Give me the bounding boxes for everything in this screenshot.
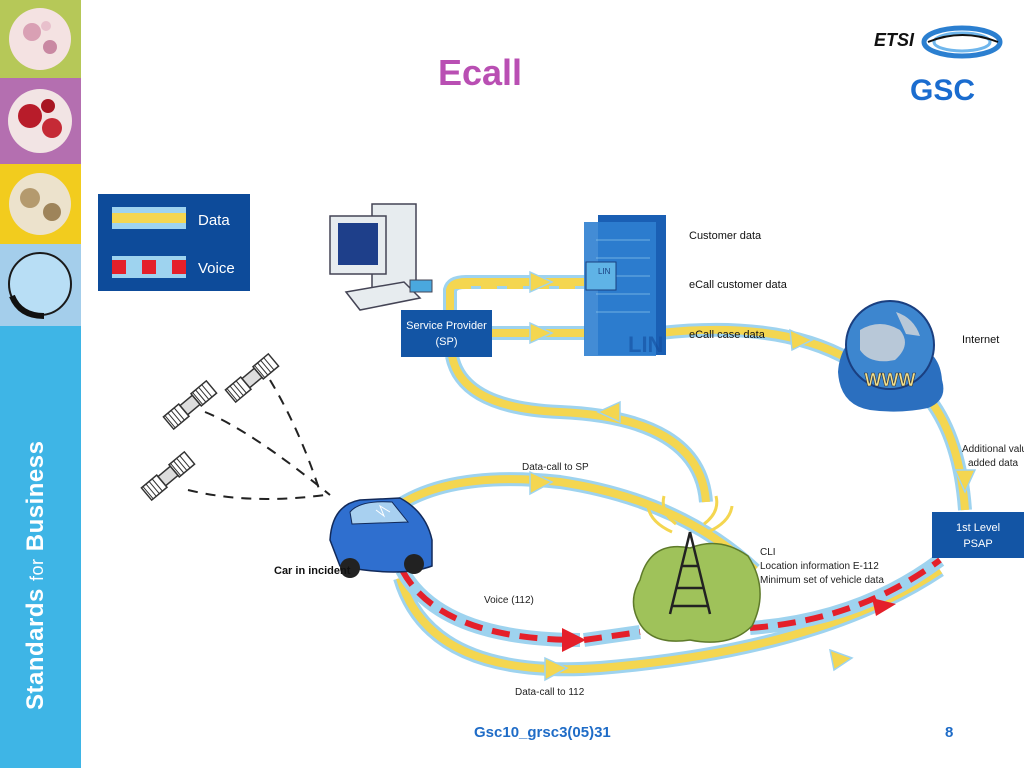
additional-value-label: Additional value [962, 444, 1024, 455]
internet-globe-icon: WWW [838, 300, 944, 412]
data-flow-arrows [529, 270, 977, 682]
etsi-gsc-logo: ETSI GSC [874, 25, 1003, 107]
satellite-signals [187, 379, 331, 500]
satellite-icon [162, 379, 218, 431]
page-number: 8 [945, 724, 954, 741]
voice-flow-lines [395, 554, 945, 647]
svg-text:Service Provider: Service Provider [406, 320, 487, 332]
svg-text:LIN: LIN [598, 267, 611, 276]
car-in-incident-label: Car in incident [274, 565, 351, 577]
legend-graphic: Data Voice [112, 207, 235, 278]
footer-document-code: Gsc10_grsc3(05)31 [474, 724, 611, 741]
satellite-icon [140, 450, 196, 502]
voice-112-label: Voice (112) [484, 595, 534, 606]
server-icon: LIN LIN [584, 215, 666, 357]
cell-tower-icon [632, 495, 761, 643]
vehicle-data-label: Minimum set of vehicle data [760, 575, 884, 586]
voice-flow-arrows [562, 598, 896, 652]
ecall-case-data-label: eCall case data [689, 329, 766, 341]
data-call-sp-label: Data-call to SP [522, 462, 589, 473]
svg-text:WWW: WWW [865, 370, 916, 390]
car-icon [329, 497, 433, 578]
location-info-label: Location information E-112 [760, 561, 879, 572]
slide-title: Ecall [438, 52, 523, 93]
legend-box: Data Voice [98, 194, 250, 291]
computer-icon [329, 203, 433, 311]
legend-data-label: Data [198, 212, 230, 229]
sidebar-tile-lightblue [0, 244, 81, 326]
data-call-112-label: Data-call to 112 [515, 687, 585, 698]
cli-label: CLI [760, 547, 776, 558]
svg-text:PSAP: PSAP [963, 538, 992, 550]
svg-text:ETSI: ETSI [874, 30, 915, 50]
svg-text:1st Level: 1st Level [956, 522, 1000, 534]
sidebar-tile-green [0, 0, 81, 78]
additional-value-label-2: added data [968, 458, 1018, 469]
svg-text:GSC: GSC [910, 74, 975, 107]
satellite-icon [224, 352, 280, 404]
svg-text:LIN: LIN [628, 332, 663, 357]
data-flow-lines [391, 275, 972, 677]
ecall-customer-data-label: eCall customer data [689, 279, 788, 291]
service-provider-box: Service Provider (SP) [401, 310, 492, 357]
svg-text:(SP): (SP) [436, 336, 458, 348]
internet-label: Internet [962, 334, 999, 346]
legend-voice-label: Voice [198, 260, 235, 277]
sidebar: Standards for Business [0, 0, 81, 768]
sidebar-tile-yellow [0, 164, 81, 244]
psap-box: 1st Level PSAP [932, 512, 1024, 558]
sidebar-tile-purple [0, 78, 81, 164]
customer-data-label: Customer data [689, 230, 762, 242]
